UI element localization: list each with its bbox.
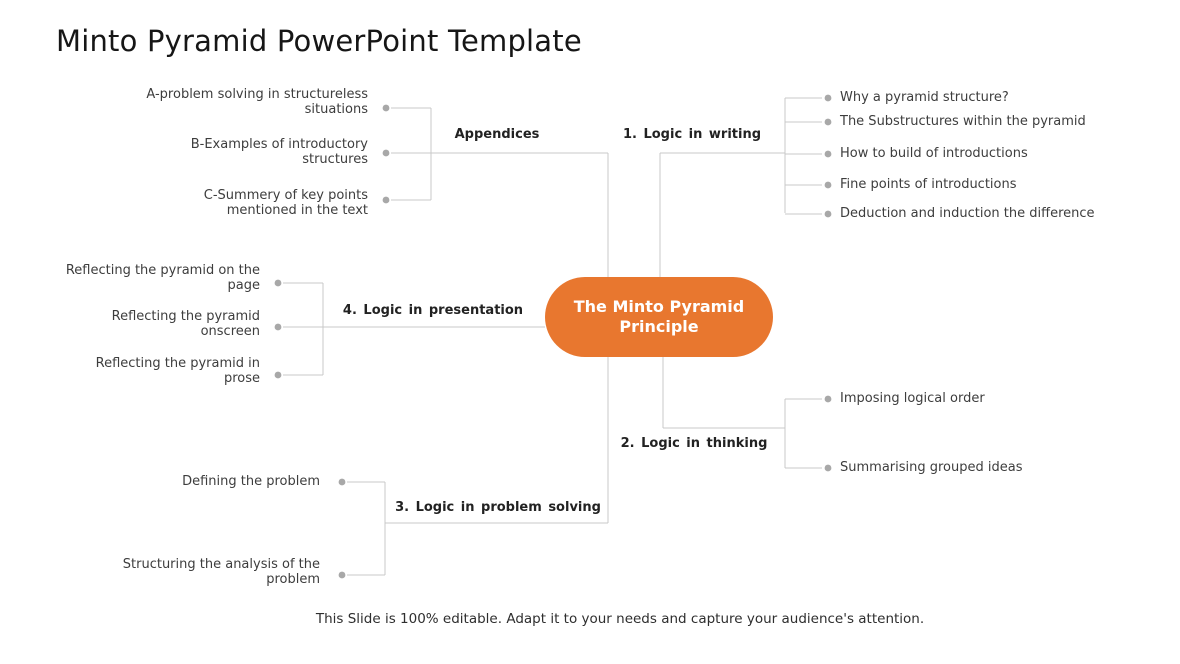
branch-label-thinking: 2. Logic in thinking (620, 436, 768, 451)
node-dots (274, 94, 832, 579)
leaf-writing-1: Why a pyramid structure? (840, 90, 1009, 105)
branch-label-presentation: 4. Logic in presentation (342, 303, 524, 318)
branch-label-appendices: Appendices (454, 127, 540, 142)
leaf-thinking-1: Imposing logical order (840, 391, 985, 406)
leaf-appendices-b: B-Examples of introductory structures (190, 137, 368, 167)
branch-label-writing: 1. Logic in writing (622, 127, 762, 142)
footer-note: This Slide is 100% editable. Adapt it to… (315, 611, 925, 627)
leaf-presentation-1: Reflecting the pyramid on the page (65, 263, 260, 293)
leaf-appendices-a: A-problem solving in structureless situa… (146, 87, 368, 117)
center-node: The Minto Pyramid Principle (545, 277, 773, 357)
leaf-writing-3: How to build of introductions (840, 146, 1028, 161)
center-node-label-line2: Principle (619, 317, 699, 336)
leaf-thinking-2: Summarising grouped ideas (840, 460, 1023, 475)
leaf-presentation-2: Reflecting the pyramid onscreen (111, 309, 260, 339)
leaf-problem-2: Structuring the analysis of the problem (122, 557, 320, 587)
slide-title: Minto Pyramid PowerPoint Template (56, 24, 582, 58)
leaf-appendices-c: C-Summery of key points mentioned in the… (203, 188, 368, 218)
leaf-presentation-3: Reflecting the pyramid in prose (95, 356, 260, 386)
leaf-writing-4: Fine points of introductions (840, 177, 1017, 192)
branch-label-problem-solving: 3. Logic in problem solving (395, 500, 601, 515)
leaf-writing-5: Deduction and induction the difference (840, 206, 1095, 221)
center-node-label-line1: The Minto Pyramid (573, 297, 745, 316)
leaf-problem-1: Defining the problem (182, 474, 320, 489)
leaf-writing-2: The Substructures within the pyramid (840, 114, 1086, 129)
